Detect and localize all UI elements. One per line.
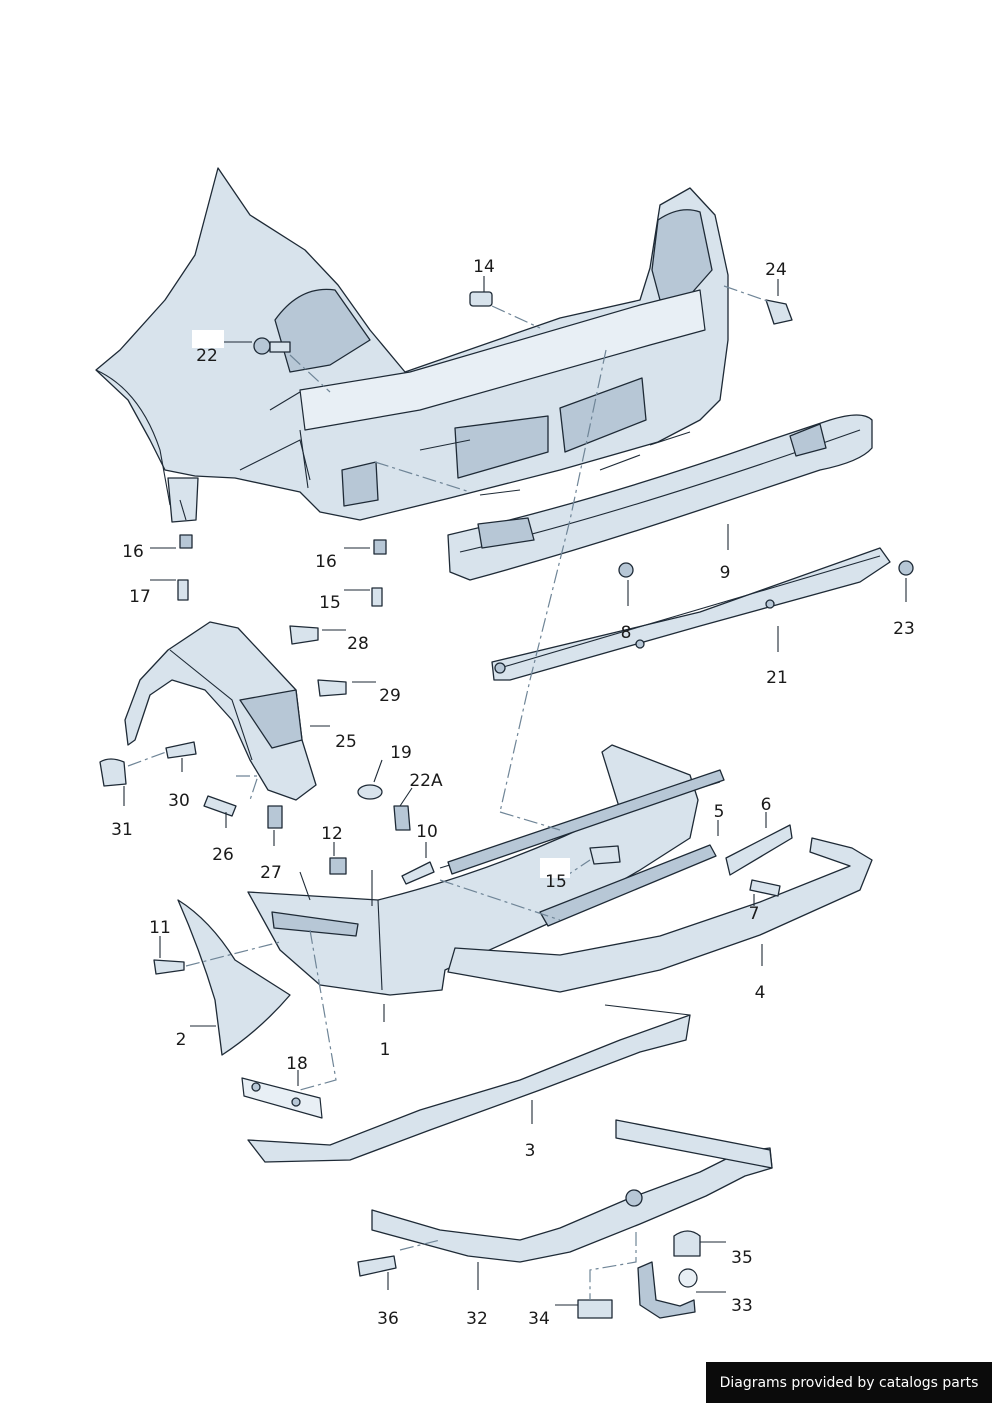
- callout-15b: 15: [545, 872, 567, 892]
- callout-36: 36: [377, 1309, 399, 1329]
- callout-15b-highlight: [540, 858, 570, 878]
- callout-23: 23: [893, 619, 915, 639]
- callout-5: 5: [714, 802, 725, 822]
- callout-8: 8: [621, 623, 632, 643]
- callout-labels: 1 2 3 4 5 6 7 8 9 10 11 12 14 15 15 16 1…: [111, 257, 915, 1329]
- callout-6: 6: [761, 795, 772, 815]
- callout-35: 35: [731, 1248, 753, 1268]
- callout-31: 31: [111, 820, 133, 840]
- callout-24: 24: [765, 260, 787, 280]
- callout-9: 9: [720, 563, 731, 583]
- callout-10: 10: [416, 822, 438, 842]
- callout-34: 34: [528, 1309, 550, 1329]
- callout-26: 26: [212, 845, 234, 865]
- guide-profile: [491, 547, 891, 681]
- callout-18: 18: [286, 1054, 308, 1074]
- leader-lines: [123, 276, 907, 1306]
- callout-1: 1: [380, 1040, 391, 1060]
- footer-credit: Diagrams provided by catalogs parts: [706, 1362, 992, 1403]
- callout-16a: 16: [122, 542, 144, 562]
- callout-33: 33: [731, 1296, 753, 1316]
- callout-16b: 16: [315, 552, 337, 572]
- callout-22: 22: [196, 346, 218, 366]
- callout-17: 17: [129, 587, 151, 607]
- callout-3: 3: [525, 1141, 536, 1161]
- callout-2: 2: [176, 1030, 187, 1050]
- impact-bar: [447, 414, 873, 581]
- callout-30: 30: [168, 791, 190, 811]
- callout-32: 32: [466, 1309, 488, 1329]
- vehicle-rear-body: [95, 167, 729, 523]
- callout-12: 12: [321, 824, 343, 844]
- callout-11: 11: [149, 918, 171, 938]
- small-trim-parts: [177, 824, 793, 1119]
- tow-bar: [371, 1119, 773, 1319]
- callout-29: 29: [379, 686, 401, 706]
- callout-22-highlight: [192, 330, 224, 348]
- assembly-lines: [127, 285, 771, 1300]
- callout-15a: 15: [319, 593, 341, 613]
- callout-22a: 22A: [409, 771, 443, 791]
- callout-14: 14: [473, 257, 495, 277]
- bumper-trim-strips: [247, 769, 873, 1163]
- callout-27: 27: [260, 863, 282, 883]
- callout-7: 7: [749, 904, 760, 924]
- wheel-housing-liner: [124, 621, 317, 801]
- callout-19: 19: [390, 743, 412, 763]
- callout-28: 28: [347, 634, 369, 654]
- footer-credit-text: Diagrams provided by catalogs parts: [719, 1374, 979, 1391]
- callout-21: 21: [766, 668, 788, 688]
- fasteners: [99, 291, 914, 1277]
- callout-4: 4: [755, 983, 766, 1003]
- callout-25: 25: [335, 732, 357, 752]
